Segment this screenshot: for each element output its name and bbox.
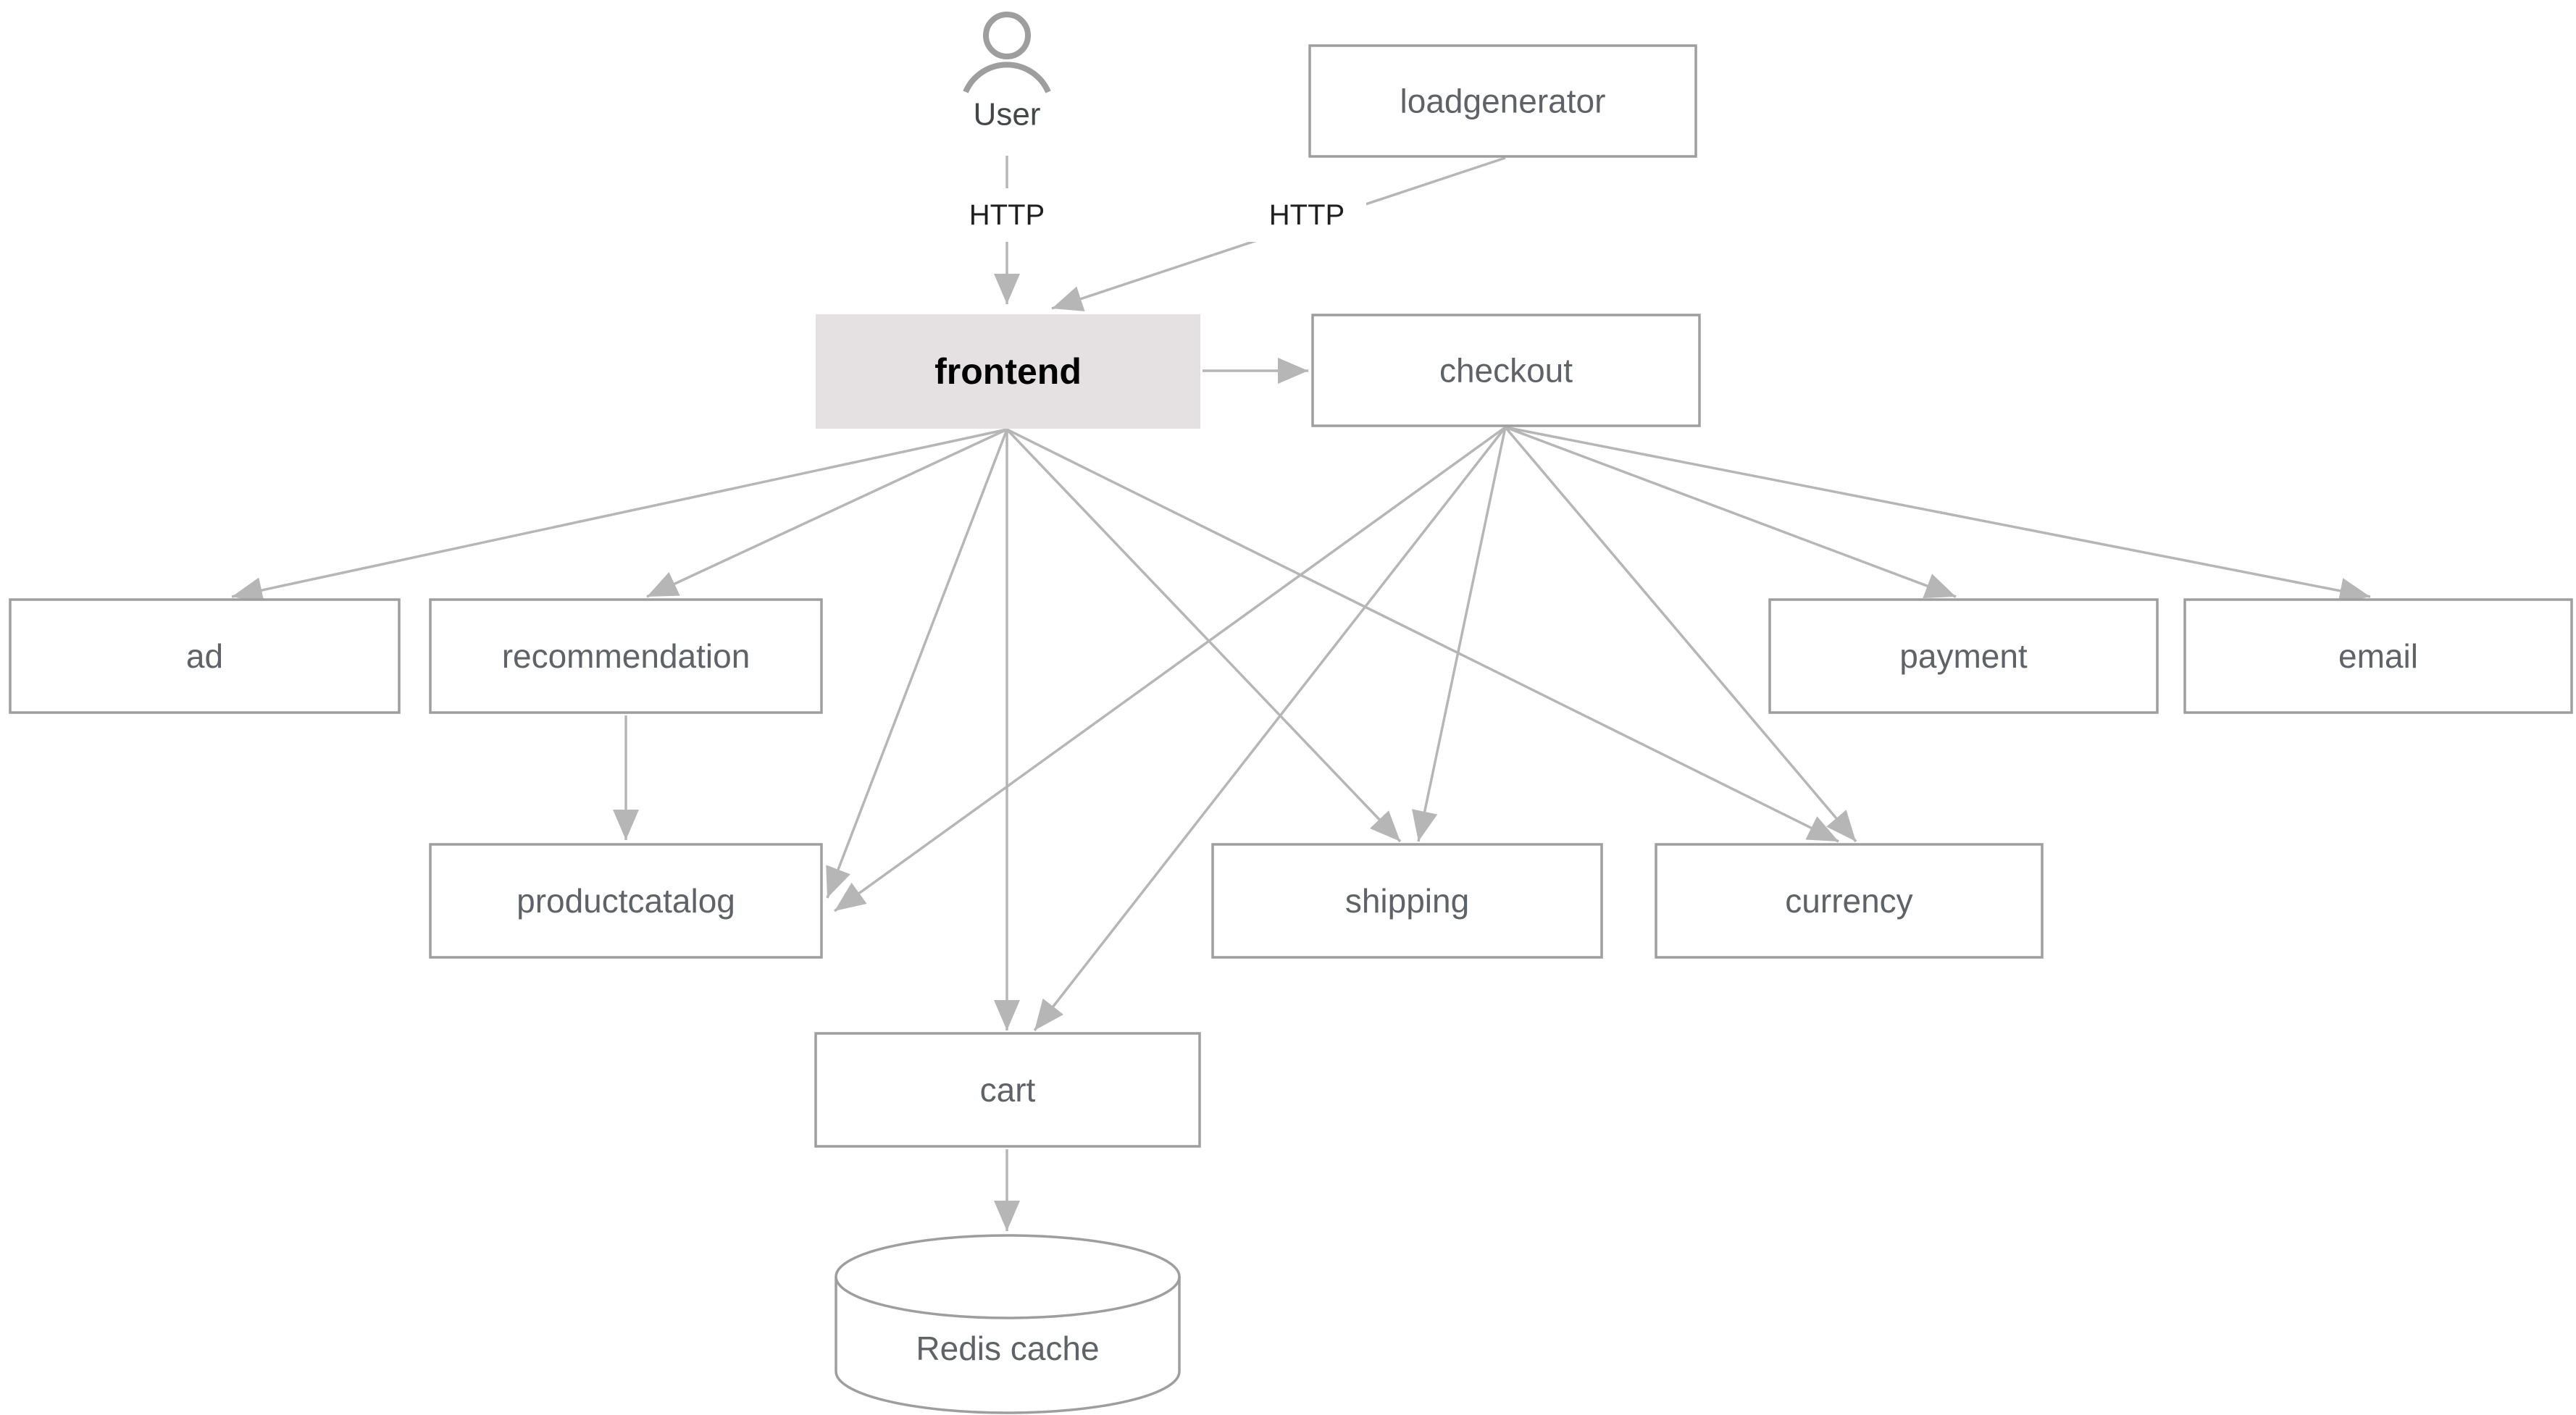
node-box-productcatalog xyxy=(429,843,823,959)
person-icon-shoulders xyxy=(963,62,1051,93)
node-shipping: shipping xyxy=(1211,843,1603,959)
node-box-checkout xyxy=(1311,314,1701,427)
node-label-cart: cart xyxy=(980,1071,1036,1109)
node-box-payment xyxy=(1768,598,2159,714)
node-label-loadgenerator: loadgenerator xyxy=(1400,83,1606,120)
node-label-payment: payment xyxy=(1899,637,2028,675)
node-ad: ad xyxy=(9,598,401,714)
node-label-checkout: checkout xyxy=(1439,352,1573,390)
node-productcatalog: productcatalog xyxy=(429,843,823,959)
edge-frontend-currency xyxy=(1006,428,1839,843)
node-loadgenerator: loadgenerator xyxy=(1308,44,1697,158)
edge-checkout-productcatalog xyxy=(833,426,1507,912)
node-currency: currency xyxy=(1655,843,2044,959)
node-box-ad xyxy=(9,598,401,714)
node-cart: cart xyxy=(814,1032,1201,1148)
node-label-shipping: shipping xyxy=(1345,882,1469,920)
node-box-loadgenerator xyxy=(1308,44,1697,158)
node-label-productcatalog: productcatalog xyxy=(517,882,735,920)
cylinder-top-redis xyxy=(835,1234,1181,1319)
person-icon-head xyxy=(983,12,1031,59)
edge-frontend-ad xyxy=(231,428,1008,603)
node-label-recommendation: recommendation xyxy=(502,637,750,675)
edge-checkout-shipping xyxy=(1412,427,1507,842)
node-payment: payment xyxy=(1768,598,2159,714)
node-label-redis: Redis cache xyxy=(916,1330,1099,1367)
node-box-recommendation xyxy=(429,598,823,714)
node-layer: User loadgenerator frontend checkout ad recom… xyxy=(9,12,2573,1414)
node-label-ad: ad xyxy=(186,637,223,675)
edge-label-bg-loadgenerator-frontend xyxy=(1247,188,1366,242)
edge-frontend-productcatalog xyxy=(826,429,1008,899)
node-redis: Redis cache xyxy=(835,1234,1181,1414)
edge-layer: HTTP HTTP xyxy=(231,156,2371,1231)
edge-checkout-cart xyxy=(1033,426,1507,1032)
node-label-frontend: frontend xyxy=(934,351,1082,392)
edge-checkout-currency xyxy=(1504,426,1857,843)
node-box-frontend xyxy=(816,314,1200,429)
node-box-currency xyxy=(1655,843,2044,959)
node-box-email xyxy=(2183,598,2573,714)
edge-frontend-shipping xyxy=(1005,428,1402,843)
node-recommendation: recommendation xyxy=(429,598,823,714)
edge-label-user-frontend: HTTP xyxy=(969,199,1045,231)
edge-label-loadgenerator-frontend: HTTP xyxy=(1269,199,1345,231)
edge-checkout-payment xyxy=(1505,426,1957,599)
node-label-user: User xyxy=(974,97,1041,133)
edge-checkout-email xyxy=(1505,426,2371,604)
node-label-currency: currency xyxy=(1785,882,1912,920)
node-email: email xyxy=(2183,598,2573,714)
edge-label-bg-user-frontend xyxy=(948,188,1066,242)
node-label-email: email xyxy=(2338,637,2418,675)
node-box-shipping xyxy=(1211,843,1603,959)
node-checkout: checkout xyxy=(1311,314,1701,427)
node-user: User xyxy=(963,12,1051,133)
node-box-cart xyxy=(814,1032,1201,1148)
edge-frontend-recommendation xyxy=(646,428,1008,598)
node-frontend: frontend xyxy=(816,314,1200,429)
